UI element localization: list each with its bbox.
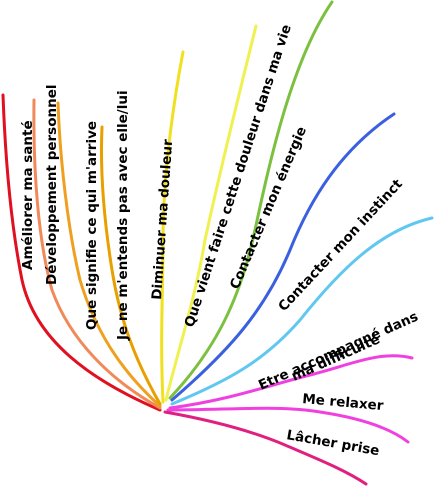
branch-line-sante: [1, 93, 162, 412]
branch-line-accompagne: [170, 216, 434, 406]
branch-line-lacher: [163, 410, 368, 486]
branch-line-instinct: [170, 112, 396, 402]
label-ameliorer-sante: Améliorer ma santé: [20, 120, 36, 270]
branch-line-relaxer: [168, 354, 414, 410]
branch-line-vient: [164, 24, 258, 402]
label-lacher: Lâcher prise: [285, 427, 380, 459]
label-relaxer: Me relaxer: [302, 391, 385, 414]
label-entends: Je ne m'entends pas avec elle/lui: [115, 90, 131, 341]
branch-line-relaxer-2: [166, 406, 410, 444]
label-signifie: Que signifie ce qui m'arrive: [84, 121, 100, 330]
branch-line-developpement: [32, 98, 162, 410]
branch-line-signifie: [56, 101, 162, 408]
label-instinct: Contacter mon instinct: [275, 176, 406, 315]
branch-line-energie: [168, 0, 334, 400]
branch-line-entends: [99, 125, 162, 406]
label-diminuer: Diminuer ma douleur: [149, 138, 176, 300]
branch-line-diminuer: [160, 50, 185, 404]
label-developpement: Développement personnel: [44, 85, 60, 285]
